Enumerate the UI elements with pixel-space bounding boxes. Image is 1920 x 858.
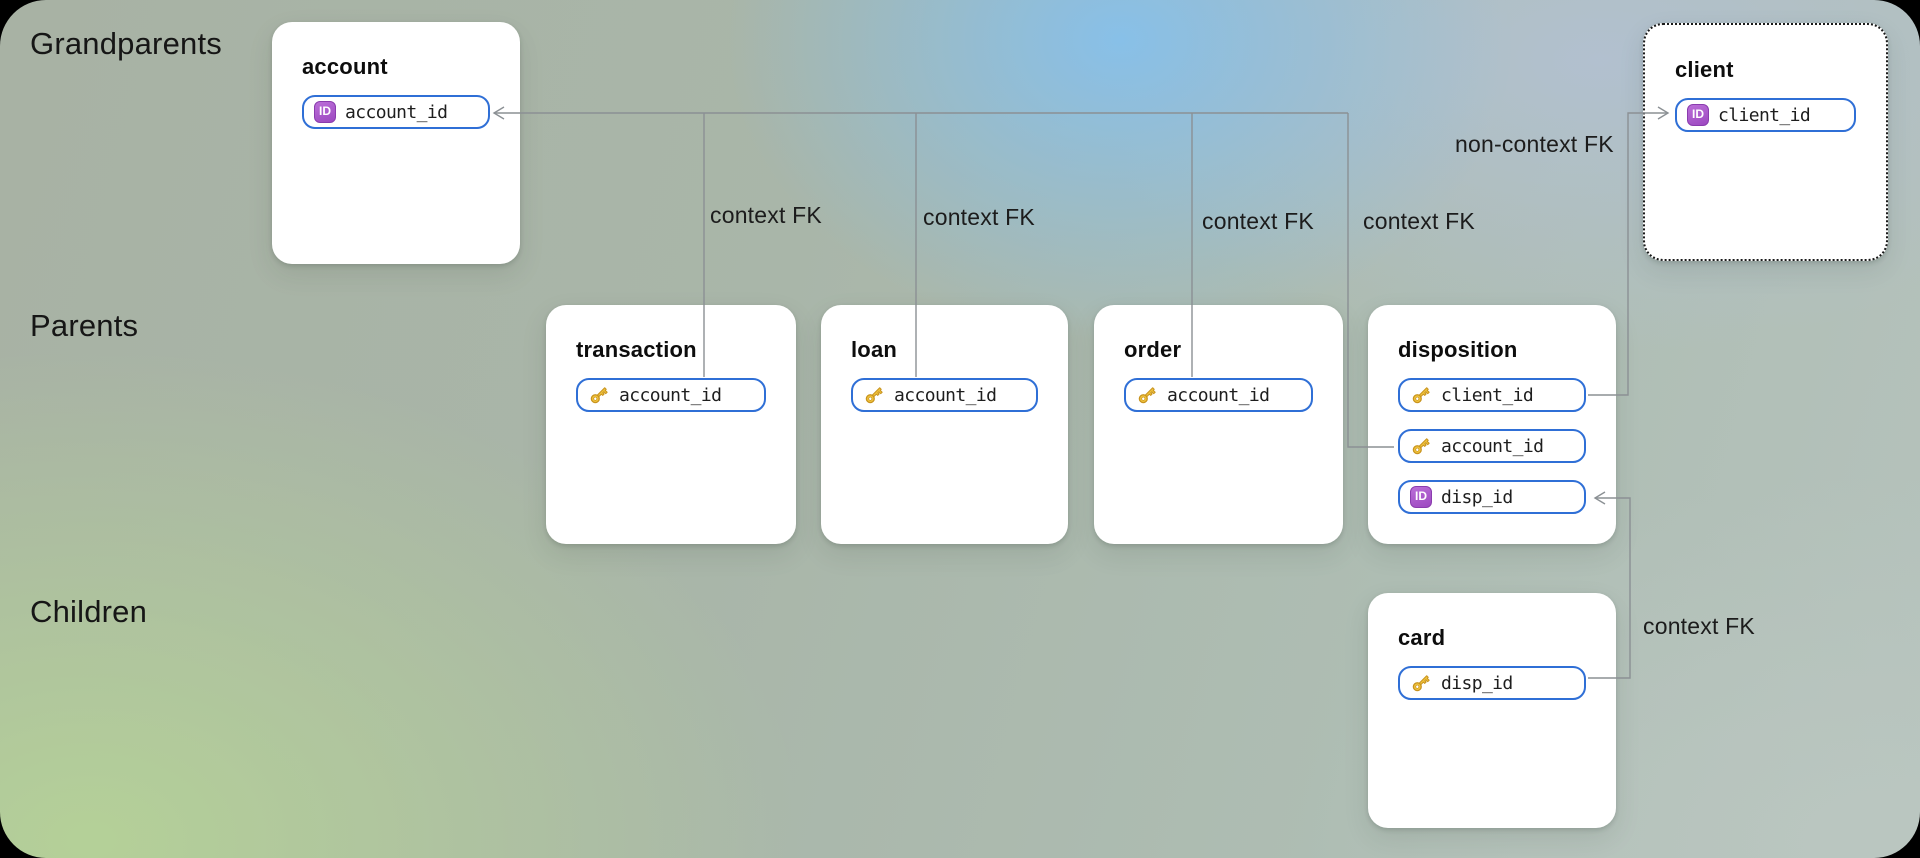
row-label-grandparents: Grandparents xyxy=(30,26,222,61)
field-name: account_id xyxy=(1167,384,1270,406)
field-name: client_id xyxy=(1441,384,1534,406)
edge-label-context-fk-order: context FK xyxy=(1202,208,1314,234)
key-icon xyxy=(1412,387,1430,404)
table-card-account[interactable]: account ID account_id xyxy=(272,22,520,264)
table-title: loan xyxy=(851,337,898,362)
key-icon xyxy=(1138,387,1156,404)
table-title: client xyxy=(1675,57,1734,82)
id-badge-icon: ID xyxy=(1410,486,1432,508)
table-card-order[interactable]: order account_id xyxy=(1094,305,1343,544)
row-label-parents: Parents xyxy=(30,308,139,343)
field-name: account_id xyxy=(894,384,997,406)
table-card-disposition[interactable]: disposition client_id account_id xyxy=(1368,305,1616,544)
table-card-transaction[interactable]: transaction account_id xyxy=(546,305,796,544)
field-name: account_id xyxy=(1441,435,1544,457)
field-card-disp_id[interactable]: disp_id xyxy=(1398,666,1586,700)
field-name: disp_id xyxy=(1441,486,1513,508)
key-icon xyxy=(865,387,883,404)
row-label-children: Children xyxy=(30,594,148,629)
edge-label-context-fk-loan: context FK xyxy=(923,204,1035,230)
field-disposition-account_id[interactable]: account_id xyxy=(1398,429,1586,463)
key-icon xyxy=(1412,438,1430,455)
key-icon xyxy=(1412,675,1430,692)
table-title: card xyxy=(1398,625,1446,650)
edge-label-context-fk-transaction: context FK xyxy=(710,202,822,228)
edge-label-context-fk-card: context FK xyxy=(1643,613,1755,639)
table-title: order xyxy=(1124,337,1182,362)
field-order-account_id[interactable]: account_id xyxy=(1124,378,1313,412)
field-name: account_id xyxy=(619,384,722,406)
table-card-loan[interactable]: loan account_id xyxy=(821,305,1068,544)
field-name: client_id xyxy=(1718,104,1811,126)
table-title: transaction xyxy=(576,337,697,362)
table-card-client[interactable]: client ID client_id xyxy=(1643,23,1888,261)
field-client-client_id[interactable]: ID client_id xyxy=(1675,98,1856,132)
id-badge-icon: ID xyxy=(314,101,336,123)
field-name: account_id xyxy=(345,101,448,123)
field-loan-account_id[interactable]: account_id xyxy=(851,378,1038,412)
field-transaction-account_id[interactable]: account_id xyxy=(576,378,766,412)
edge-label-context-fk-disposition: context FK xyxy=(1363,208,1475,234)
field-disposition-disp_id[interactable]: ID disp_id xyxy=(1398,480,1586,514)
id-badge-icon: ID xyxy=(1687,104,1709,126)
edge-label-non-context-fk-client: non-context FK xyxy=(1455,131,1614,157)
table-title: disposition xyxy=(1398,337,1518,362)
field-name: disp_id xyxy=(1441,672,1513,694)
field-account-account_id[interactable]: ID account_id xyxy=(302,95,490,129)
field-disposition-client_id[interactable]: client_id xyxy=(1398,378,1586,412)
key-icon xyxy=(590,387,608,404)
table-title: account xyxy=(302,54,388,79)
table-card-card[interactable]: card disp_id xyxy=(1368,593,1616,828)
